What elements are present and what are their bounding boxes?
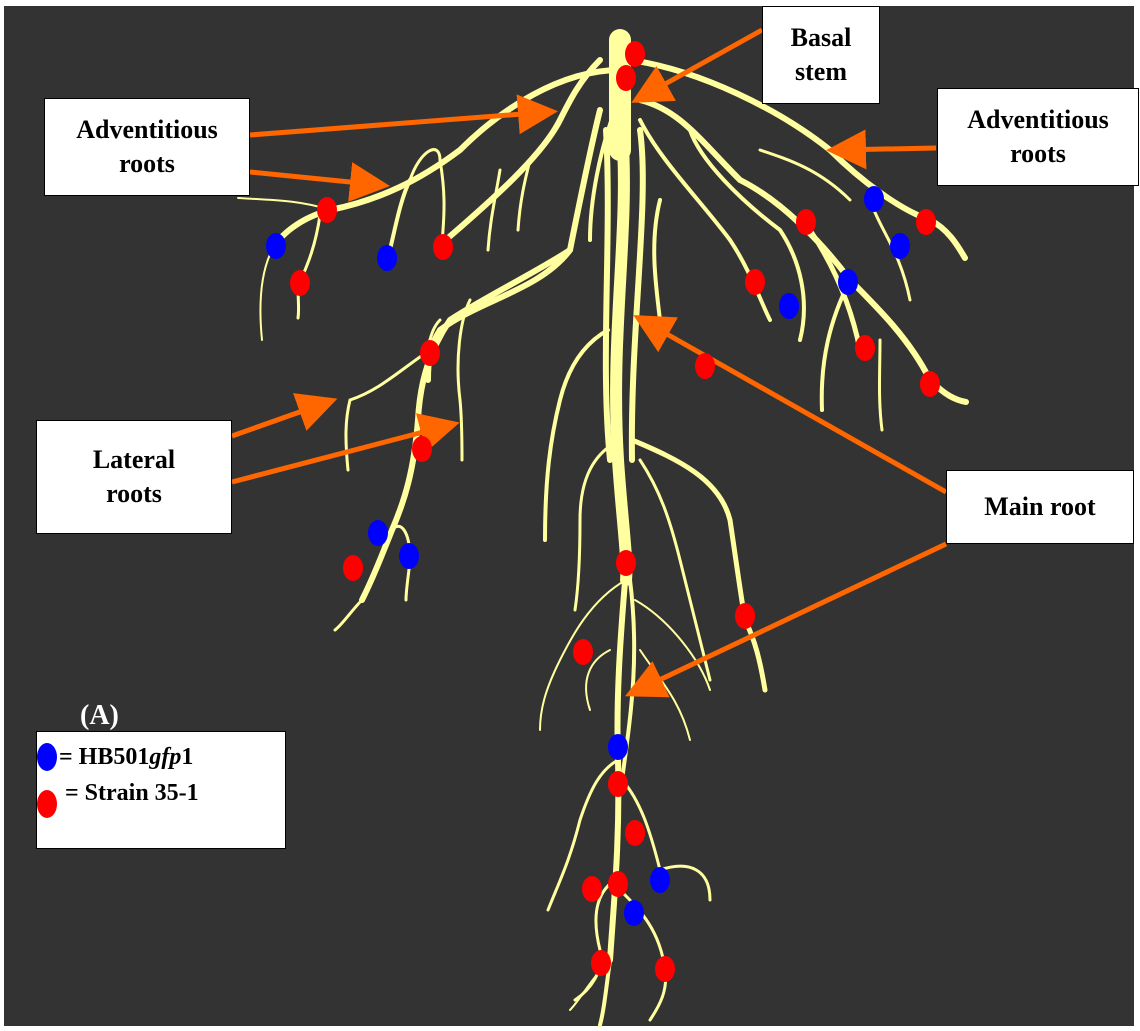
label-adventitious-roots-right: Adventitious roots bbox=[937, 88, 1139, 186]
strain-marker bbox=[582, 876, 602, 902]
hb501-marker bbox=[368, 520, 388, 546]
label-basal-stem: Basal stem bbox=[762, 6, 880, 104]
hb501-marker bbox=[864, 186, 884, 212]
legend-item-hb501gfp1: = HB501gfp1 bbox=[37, 740, 193, 774]
legend-item-strain-35-1: = Strain 35-1 bbox=[37, 776, 199, 810]
pointer-arrows bbox=[232, 30, 946, 692]
label-adventitious-left-line1: Adventitious bbox=[76, 113, 218, 147]
strain-marker bbox=[420, 340, 440, 366]
strain-marker bbox=[735, 603, 755, 629]
strain-marker bbox=[290, 270, 310, 296]
legend-label-hb501gfp1: = HB501gfp1 bbox=[59, 744, 193, 771]
strain-marker bbox=[433, 234, 453, 260]
legend-swatch-red bbox=[37, 790, 57, 818]
arrow-adventitious-left-2 bbox=[250, 172, 380, 185]
hb501-marker bbox=[266, 233, 286, 259]
label-lateral-line2: roots bbox=[106, 477, 162, 511]
label-lateral-line1: Lateral bbox=[93, 443, 175, 477]
strain-marker bbox=[855, 335, 875, 361]
strain-marker bbox=[625, 41, 645, 67]
strain-marker bbox=[573, 639, 593, 665]
label-main-root: Main root bbox=[946, 470, 1134, 544]
adventitious-roots-left bbox=[238, 60, 620, 380]
label-adventitious-right-line1: Adventitious bbox=[967, 103, 1109, 137]
legend: = HB501gfp1 = Strain 35-1 bbox=[36, 731, 286, 849]
strain-marker bbox=[608, 771, 628, 797]
arrow-adventitious-left-1 bbox=[250, 112, 548, 135]
strain-marker bbox=[343, 555, 363, 581]
arrow-lateral-1 bbox=[232, 402, 328, 436]
hb501-marker bbox=[890, 233, 910, 259]
strain-marker bbox=[591, 950, 611, 976]
label-basal-stem-line2: stem bbox=[795, 55, 847, 89]
label-adventitious-left-line2: roots bbox=[119, 147, 175, 181]
hb501-marker bbox=[650, 867, 670, 893]
strain-marker bbox=[616, 65, 636, 91]
strain-marker bbox=[695, 353, 715, 379]
label-lateral-roots: Lateral roots bbox=[36, 420, 232, 534]
hb501-marker bbox=[779, 293, 799, 319]
hb501-marker bbox=[608, 734, 628, 760]
label-basal-stem-line1: Basal bbox=[791, 21, 852, 55]
strain-marker bbox=[796, 209, 816, 235]
strain-marker bbox=[412, 436, 432, 462]
strain-marker bbox=[608, 871, 628, 897]
hb501-marker bbox=[838, 269, 858, 295]
strain-marker bbox=[625, 820, 645, 846]
strain-marker bbox=[745, 269, 765, 295]
hb501gfp1-markers bbox=[266, 186, 910, 926]
arrow-adventitious-right bbox=[836, 148, 936, 150]
hb501-marker bbox=[377, 245, 397, 271]
legend-swatch-blue bbox=[37, 743, 57, 771]
panel-label: (A) bbox=[80, 700, 119, 732]
label-adventitious-roots-left: Adventitious roots bbox=[44, 98, 250, 196]
hb501-marker bbox=[399, 543, 419, 569]
label-main-root-text: Main root bbox=[984, 490, 1095, 524]
adventitious-roots-right bbox=[630, 60, 966, 430]
strain-marker bbox=[655, 956, 675, 982]
strain-marker bbox=[616, 550, 636, 576]
strain-marker bbox=[317, 197, 337, 223]
strain-marker bbox=[920, 371, 940, 397]
hb501-marker bbox=[624, 900, 644, 926]
strain-marker bbox=[916, 209, 936, 235]
label-adventitious-right-line2: roots bbox=[1010, 137, 1066, 171]
legend-label-strain-35-1: = Strain 35-1 bbox=[59, 780, 199, 807]
